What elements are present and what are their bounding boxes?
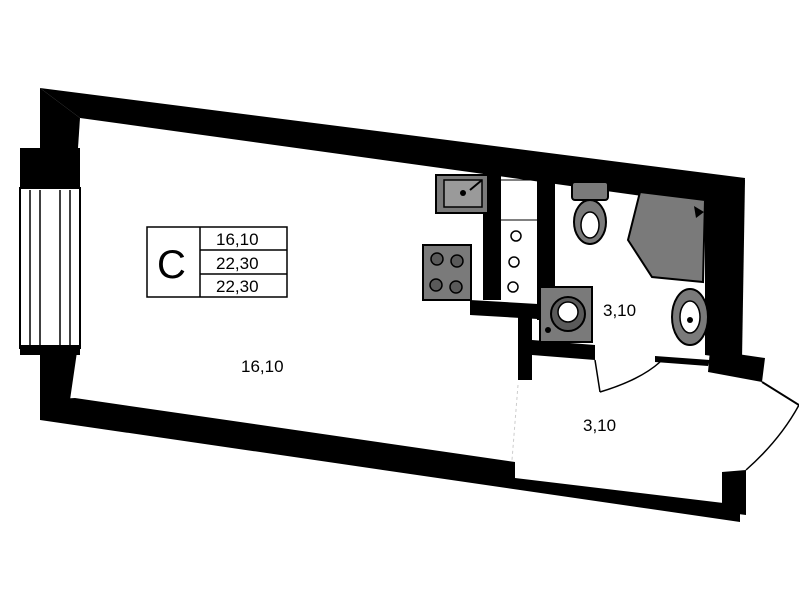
apartment-legend: С 16,10 22,30 22,30: [146, 226, 288, 298]
kitchen-niche-bottom-wall: [470, 300, 555, 320]
stove-icon: [422, 244, 472, 301]
washbasin-icon: [671, 288, 709, 346]
left-wall-lower: [40, 340, 78, 405]
kitchen-sink-icon: [435, 174, 489, 214]
bath-bottom-wall: [532, 340, 595, 360]
appliance-dot: [507, 281, 519, 293]
shower-tray-icon: [626, 190, 707, 284]
washing-machine-icon: [539, 286, 593, 343]
kitchen-cabinet: [501, 179, 537, 293]
bottom-wall: [40, 398, 740, 522]
appliance-dot: [508, 256, 520, 268]
appliance-dot: [510, 230, 522, 242]
zone-divider: [511, 384, 519, 461]
outer-walls: [40, 88, 765, 522]
right-wall-upper: [705, 180, 745, 360]
right-wall-stub: [708, 350, 765, 382]
kitchen-niche-right-wall: [537, 170, 555, 320]
left-window: [19, 148, 81, 355]
toilet-icon: [571, 181, 609, 245]
living-room-area-label: 16,10: [241, 357, 284, 376]
bathroom-area-label: 3,10: [603, 301, 636, 320]
legend-total-area: 22,30: [216, 254, 259, 273]
entrance-door: [745, 381, 799, 471]
left-wall: [40, 88, 80, 148]
bath-divider-wall: [518, 315, 532, 380]
top-wall: [40, 88, 745, 210]
bathroom-door: [594, 356, 710, 393]
legend-living-area: 16,10: [216, 230, 259, 249]
legend-total-area-balcony: 22,30: [216, 277, 259, 296]
right-wall-lower: [722, 470, 746, 515]
hallway-area-label: 3,10: [583, 416, 616, 435]
apartment-type-letter: С: [157, 243, 186, 287]
